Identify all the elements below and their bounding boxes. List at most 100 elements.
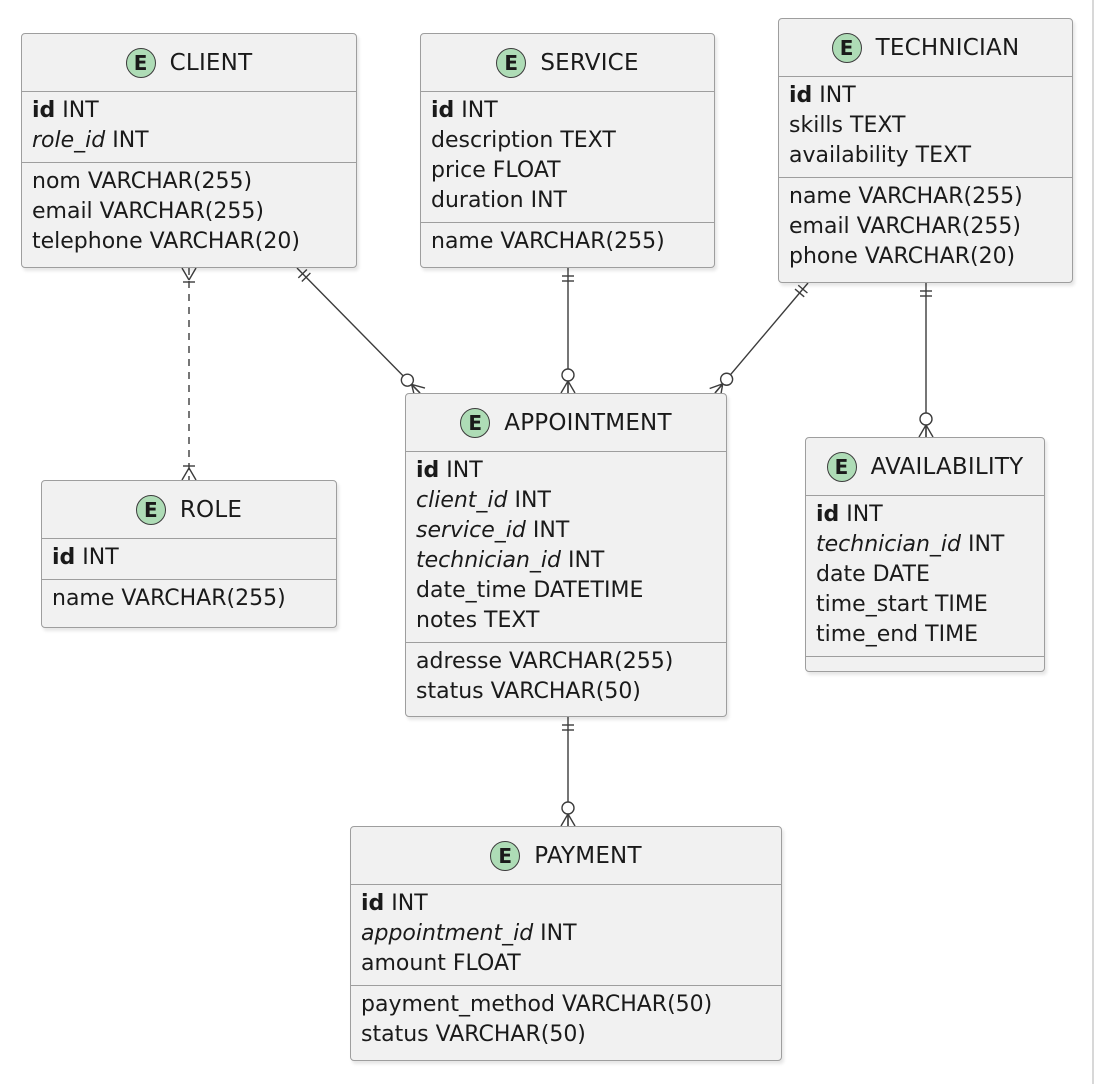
attribute-type: INT (82, 545, 119, 570)
attribute-name: email (789, 214, 850, 239)
attribute-type: DATETIME (533, 578, 644, 603)
cardinality-mark (925, 424, 934, 438)
attribute-row: id INT (416, 456, 716, 486)
attribute-type: INT (532, 518, 570, 543)
entity-field-section: adresse VARCHAR(255)status VARCHAR(50) (406, 642, 726, 713)
entity-field-section: name VARCHAR(255) (421, 222, 714, 263)
cardinality-mark (297, 268, 308, 279)
entity-header: E TECHNICIAN (779, 19, 1072, 76)
attribute-type: INT (112, 128, 149, 153)
entity-field-section: name VARCHAR(255) (42, 579, 336, 620)
attribute-name: payment_method (361, 992, 555, 1017)
attribute-row: role_id INT (32, 126, 346, 156)
entity-title: AVAILABILITY (870, 453, 1024, 480)
attribute-name: time_end (816, 622, 919, 647)
attribute-row: email VARCHAR(255) (789, 212, 1062, 242)
attribute-name: nom (32, 169, 81, 194)
attribute-name: amount (361, 951, 446, 976)
attribute-type: VARCHAR(255) (856, 214, 1021, 239)
attribute-row: date DATE (816, 560, 1034, 590)
entity-title: PAYMENT (534, 842, 642, 869)
attribute-type: FLOAT (492, 158, 561, 183)
attribute-row: email VARCHAR(255) (32, 197, 346, 227)
attribute-row: nom VARCHAR(255) (32, 167, 346, 197)
attribute-name: availability (789, 143, 909, 168)
relationship-technician-availability (918, 283, 934, 438)
attribute-row: amount FLOAT (361, 949, 771, 979)
attribute-type: INT (819, 83, 856, 108)
attribute-row: appointment_id INT (361, 919, 771, 949)
attribute-type: VARCHAR(50) (561, 992, 713, 1017)
attribute-name: date (816, 562, 866, 587)
attribute-name: client_id (416, 488, 508, 513)
attribute-name: duration (431, 188, 524, 213)
attribute-row: name VARCHAR(255) (431, 227, 704, 257)
attribute-row: id INT (361, 889, 771, 919)
attribute-type: INT (446, 458, 483, 483)
attribute-type: VARCHAR(255) (87, 169, 253, 194)
entity-field-section: name VARCHAR(255)email VARCHAR(255)phone… (779, 177, 1072, 278)
attribute-row: status VARCHAR(50) (361, 1020, 771, 1050)
cardinality-mark (188, 267, 197, 281)
cardinality-mark (301, 272, 311, 282)
attribute-name: id (816, 502, 840, 527)
entity-field-section: payment_method VARCHAR(50)status VARCHAR… (351, 985, 781, 1056)
attribute-type: VARCHAR(255) (858, 184, 1023, 209)
cardinality-mark (560, 813, 569, 827)
attribute-name: service_id (416, 518, 526, 543)
relationship-service-appointment (560, 268, 576, 394)
attribute-type: FLOAT (452, 951, 521, 976)
attribute-type: INT (846, 502, 883, 527)
cardinality-mark (567, 380, 576, 394)
entity-title: TECHNICIAN (875, 34, 1020, 61)
entity-badge-icon: E (831, 32, 862, 63)
attribute-name: name (52, 586, 115, 611)
attribute-type: INT (967, 532, 1005, 557)
attribute-row: client_id INT (416, 486, 716, 516)
attribute-name: id (789, 83, 813, 108)
entity-title: ROLE (179, 496, 243, 523)
cardinality-mark (709, 383, 723, 390)
attribute-type: INT (514, 488, 551, 513)
cardinality-circle (719, 372, 734, 386)
attribute-row: description TEXT (431, 126, 704, 156)
attribute-name: appointment_id (361, 921, 534, 946)
attribute-row: id INT (789, 81, 1062, 111)
scrollbar[interactable] (1092, 0, 1094, 1084)
attribute-name: technician_id (416, 548, 561, 573)
attribute-type: VARCHAR(255) (121, 586, 286, 611)
attribute-row: id INT (52, 543, 326, 573)
attribute-row: telephone VARCHAR(20) (32, 227, 346, 257)
attribute-row: availability TEXT (789, 141, 1062, 171)
attribute-type: VARCHAR(20) (864, 244, 1016, 269)
attribute-row: duration INT (431, 186, 704, 216)
attribute-name: technician_id (816, 532, 961, 557)
attribute-name: skills (789, 113, 844, 138)
attribute-name: date_time (416, 578, 527, 603)
attribute-name: id (52, 545, 76, 570)
cardinality-mark (181, 267, 190, 281)
cardinality-mark (560, 380, 569, 394)
entity-field-section: nom VARCHAR(255)email VARCHAR(255)teleph… (22, 162, 356, 263)
attribute-type: VARCHAR(255) (509, 649, 674, 674)
attribute-name: telephone (32, 229, 143, 254)
attribute-type: VARCHAR(20) (149, 229, 300, 254)
relationship-client-role (181, 267, 197, 481)
attribute-type: VARCHAR(50) (435, 1022, 586, 1047)
attribute-type: TEXT (850, 113, 906, 138)
cardinality-circle (561, 801, 575, 815)
